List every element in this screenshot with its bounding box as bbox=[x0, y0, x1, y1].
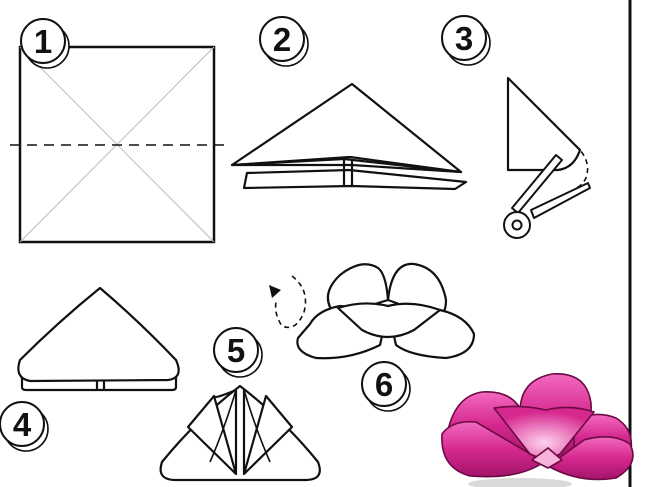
step-1-square bbox=[10, 47, 226, 242]
step-number-6: 6 bbox=[375, 366, 393, 403]
step-number-5: 5 bbox=[227, 332, 245, 369]
step-number-3: 3 bbox=[455, 20, 473, 57]
step-badge-5: 5 bbox=[214, 328, 262, 377]
step-5-folded-petal bbox=[161, 386, 320, 480]
flower-shadow bbox=[468, 478, 572, 487]
step-badge-4: 4 bbox=[0, 402, 48, 451]
step-badge-3: 3 bbox=[442, 16, 490, 65]
step-number-4: 4 bbox=[13, 406, 32, 443]
step-6-flower-outline bbox=[297, 264, 474, 358]
step-badge-6: 6 bbox=[362, 362, 410, 411]
step-number-2: 2 bbox=[273, 21, 291, 58]
rotate-arrow-icon bbox=[269, 276, 306, 327]
step-4-rounded-triangle bbox=[18, 288, 178, 390]
pink-flower bbox=[442, 374, 633, 487]
step-2-triangle bbox=[232, 84, 466, 189]
step-badge-2: 2 bbox=[260, 17, 308, 66]
step-number-1: 1 bbox=[34, 23, 52, 60]
